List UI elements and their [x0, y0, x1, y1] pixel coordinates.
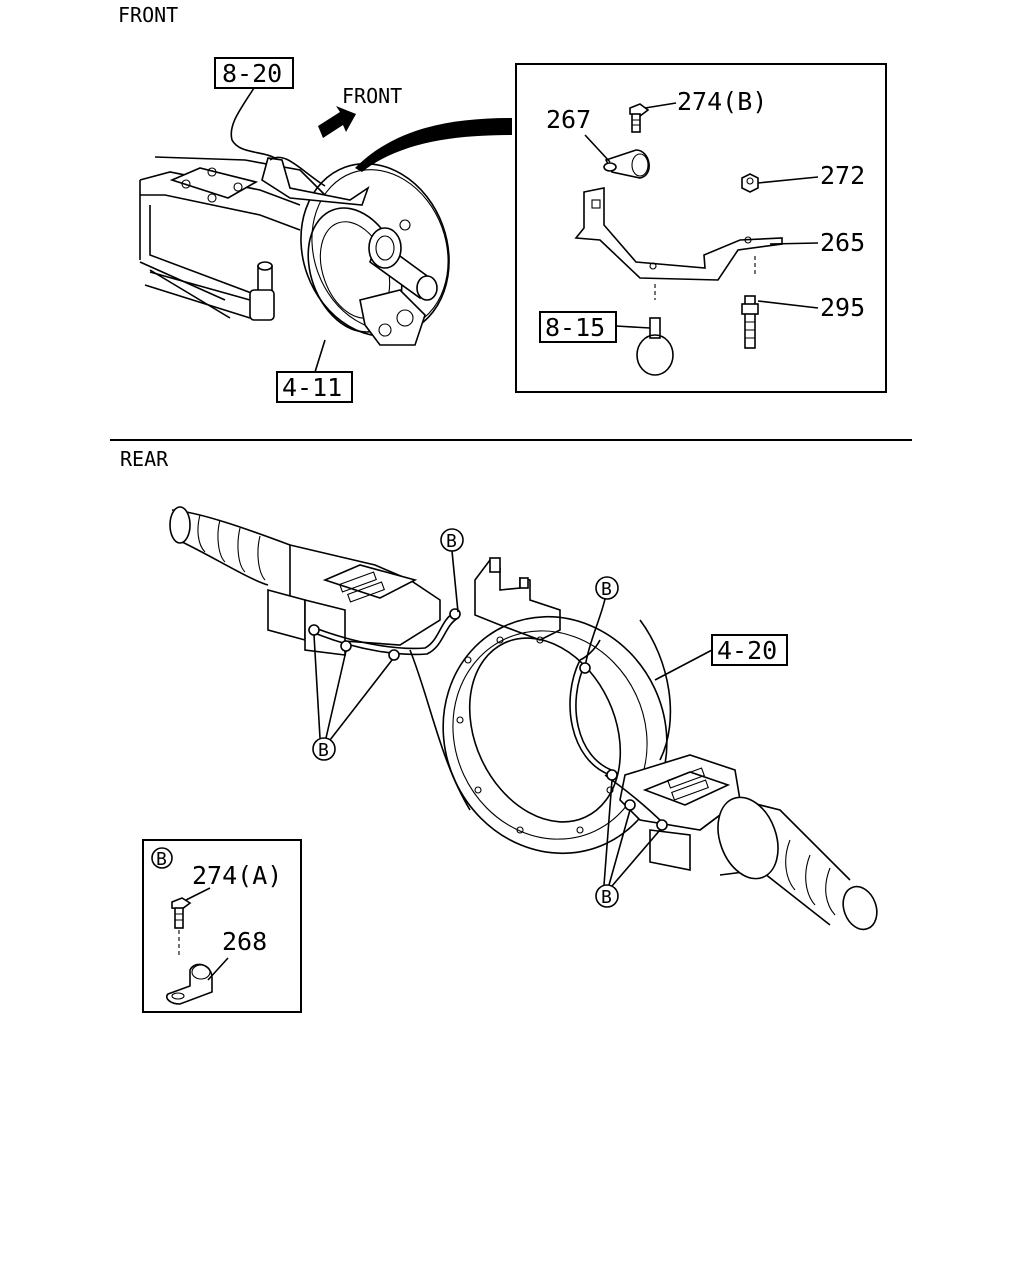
front-detail-box — [515, 63, 887, 393]
assembly-guides — [654, 256, 756, 300]
leader-274b — [644, 102, 677, 109]
ref-4-20[interactable]: 4-20 — [711, 634, 788, 666]
leader-4-11 — [314, 339, 326, 373]
callout-b-1[interactable]: B — [440, 528, 464, 552]
label-268[interactable]: 268 — [222, 927, 267, 956]
label-274b[interactable]: 274(B) — [677, 87, 767, 116]
callout-b-3[interactable]: B — [312, 737, 336, 761]
label-272[interactable]: 272 — [820, 161, 865, 190]
clip-268[interactable] — [165, 963, 213, 1005]
callout-b-3-letter: B — [318, 740, 329, 761]
label-274a[interactable]: 274(A) — [192, 861, 282, 890]
leader-callout-b-2 — [585, 598, 606, 663]
leader-4-20 — [654, 649, 713, 681]
callout-b-2[interactable]: B — [595, 576, 619, 600]
ref-8-15[interactable]: 8-15 — [539, 311, 617, 343]
stud-295[interactable] — [741, 295, 759, 349]
callout-b-4[interactable]: B — [595, 884, 619, 908]
leader-295 — [757, 300, 819, 309]
leader-callout-b-4 — [603, 779, 661, 887]
bracket-265[interactable] — [574, 187, 783, 281]
leader-268 — [207, 957, 229, 981]
detail-pointer — [355, 118, 512, 172]
rear-axle-housing — [169, 506, 878, 931]
rear-detail-box — [142, 839, 302, 1013]
nut-272[interactable] — [741, 173, 759, 193]
front-detail-parts: 274(B) 267 272 265 — [546, 87, 865, 376]
ref-4-11-label: 4-11 — [282, 373, 342, 402]
leader-8-20 — [230, 87, 279, 161]
front-direction-label: FRONT — [342, 84, 402, 108]
front-axle-assembly — [139, 156, 450, 346]
ref-4-20-label: 4-20 — [717, 636, 777, 665]
label-265[interactable]: 265 — [820, 228, 865, 257]
callout-b-1-letter: B — [446, 531, 457, 552]
leader-8-15 — [615, 325, 651, 329]
front-section-title: FRONT — [118, 3, 178, 27]
label-295[interactable]: 295 — [820, 293, 865, 322]
bolt-274a[interactable] — [171, 897, 192, 929]
leader-callout-b-3 — [313, 634, 393, 741]
ref-8-20-label: 8-20 — [222, 59, 282, 88]
leader-267 — [584, 134, 611, 163]
leader-callout-b-1 — [451, 550, 459, 613]
clip-267[interactable] — [603, 149, 650, 179]
ref-8-15-label: 8-15 — [545, 313, 605, 342]
ref-8-20[interactable]: 8-20 — [214, 57, 294, 89]
ref-4-11[interactable]: 4-11 — [276, 371, 353, 403]
rear-detail-callout-b: B — [151, 847, 173, 870]
callout-b-2-letter: B — [601, 579, 612, 600]
callout-b-4-letter: B — [601, 887, 612, 908]
front-direction-arrow — [318, 106, 356, 138]
rear-detail-callout-letter: B — [156, 849, 167, 870]
bolt-274b[interactable] — [629, 103, 650, 133]
leader-265 — [769, 242, 819, 245]
label-267[interactable]: 267 — [546, 105, 591, 134]
rear-section-title: REAR — [120, 447, 169, 471]
leader-274a — [185, 887, 211, 901]
band-clip[interactable] — [636, 317, 674, 376]
leader-272 — [757, 176, 819, 184]
